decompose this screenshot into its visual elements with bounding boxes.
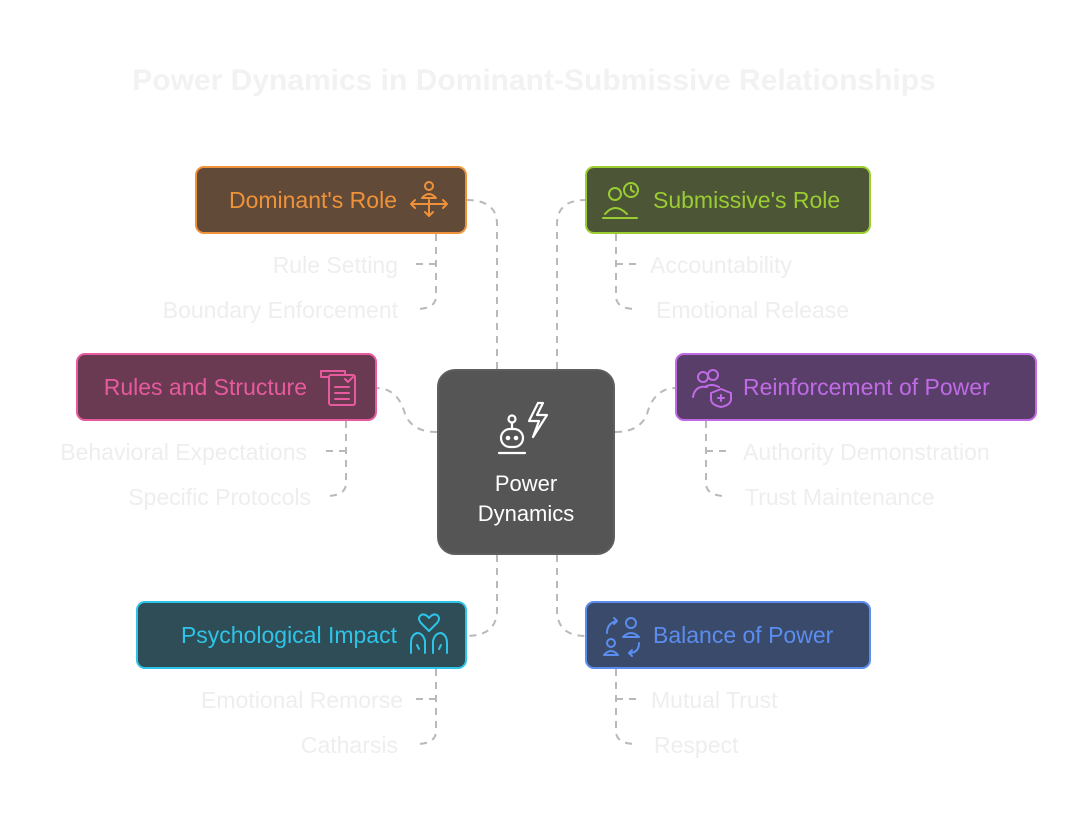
connector-reinforcement-items: [705, 421, 727, 497]
node-psychological-impact[interactable]: Psychological Impact: [136, 601, 467, 669]
item-respect: Respect: [654, 732, 739, 758]
center-node[interactable]: Power Dynamics: [437, 369, 615, 555]
connector-dominant: [465, 199, 498, 369]
item-mutual-trust: Mutual Trust: [651, 687, 778, 713]
item-accountability: Accountability: [650, 252, 792, 278]
node-label: Rules and Structure: [103, 373, 307, 400]
item-emotional-release: Emotional Release: [656, 297, 850, 323]
node-label: Dominant's Role: [228, 186, 397, 213]
node-balance-of-power[interactable]: Balance of Power: [585, 601, 871, 669]
node-submissives-role[interactable]: Submissive's Role: [585, 166, 871, 234]
node-label: Psychological Impact: [180, 621, 397, 648]
users-swap-icon: [603, 617, 640, 657]
checklist-icon: [320, 370, 356, 406]
hands-heart-icon: [410, 613, 448, 654]
node-reinforcement-of-power[interactable]: Reinforcement of Power: [675, 353, 1037, 421]
item-catharsis: Catharsis: [300, 732, 398, 758]
connector-rules-items: [325, 421, 347, 497]
connector-psychological-items: [415, 669, 437, 745]
item-trust-maintenance: Trust Maintenance: [745, 484, 935, 510]
center-label-line1: Power: [494, 471, 558, 496]
diagram-title: Power Dynamics in Dominant-Submissive Re…: [132, 64, 936, 97]
person-clock-icon: [602, 182, 639, 219]
item-specific-protocols: Specific Protocols: [128, 484, 311, 510]
users-shield-icon: [692, 369, 732, 408]
node-label: Balance of Power: [653, 621, 834, 648]
connector-reinforcement: [614, 387, 677, 433]
person-arrows-icon: [410, 181, 448, 217]
node-label: Submissive's Role: [653, 186, 841, 213]
item-boundary-enforcement: Boundary Enforcement: [162, 297, 398, 323]
connector-balance: [556, 555, 587, 637]
robot-lightning-icon: [497, 401, 549, 455]
connector-psychological: [465, 555, 498, 637]
node-rules-and-structure[interactable]: Rules and Structure: [76, 353, 377, 421]
connector-balance-items: [615, 669, 637, 745]
center-label-line2: Dynamics: [477, 501, 575, 526]
item-emotional-remorse: Emotional Remorse: [201, 687, 403, 713]
connector-submissive: [556, 199, 587, 369]
connector-rules: [375, 387, 438, 433]
connector-submissive-items: [615, 234, 637, 310]
node-label: Reinforcement of Power: [743, 373, 990, 400]
item-authority-demonstration: Authority Demonstration: [743, 439, 990, 465]
connector-dominant-items: [415, 234, 437, 310]
node-dominants-role[interactable]: Dominant's Role: [195, 166, 467, 234]
item-rule-setting: Rule Setting: [272, 252, 398, 278]
item-behavioral-expectations: Behavioral Expectations: [60, 439, 307, 465]
